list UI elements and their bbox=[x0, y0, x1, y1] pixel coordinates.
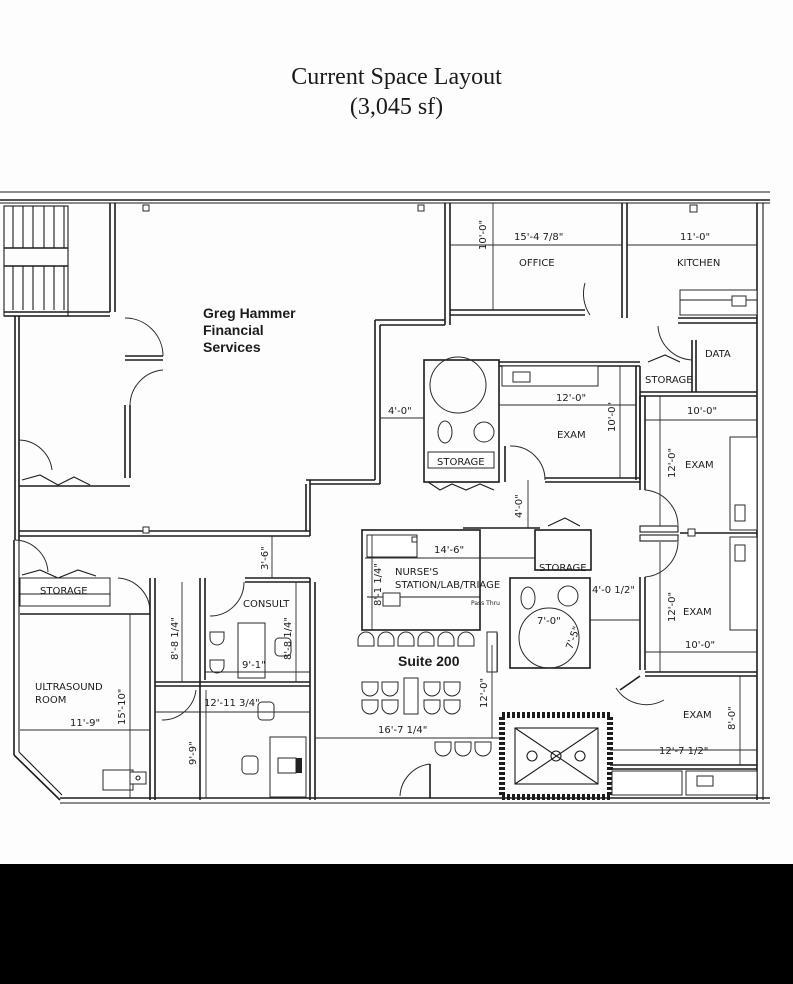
office-kitchen-walls bbox=[450, 203, 758, 397]
dim-office-width: 15'-4 7/8" bbox=[514, 232, 563, 243]
dim-exam4-depth: 8'-0" bbox=[727, 706, 738, 730]
dim-exam3-depth: 12'-0" bbox=[667, 592, 678, 622]
dim-kitchen-width: 11'-0" bbox=[680, 232, 710, 243]
exam-rooms-right-walls bbox=[639, 396, 758, 677]
floor-plan-drawing: Greg Hammer Financial Services Suite 200… bbox=[0, 191, 770, 804]
dim-exam1-depth: 10'-0" bbox=[607, 402, 618, 432]
dim-exam1-width: 12'-0" bbox=[556, 393, 586, 404]
room-label-storage-top: STORAGE bbox=[645, 375, 693, 386]
ultrasound-walls bbox=[14, 539, 431, 800]
dim-nurse-width: 14'-6" bbox=[434, 545, 464, 556]
plan-area: (3,045 sf) bbox=[349, 94, 444, 120]
dim-ultrasound-depth: 15'-10" bbox=[117, 689, 128, 725]
black-bottom-band bbox=[0, 864, 793, 984]
room-label-data: DATA bbox=[705, 349, 731, 360]
room-label-consult: CONSULT bbox=[243, 599, 290, 610]
neighbor-tenant-walls bbox=[14, 203, 451, 540]
dim-restroom-circle-2: 7'-5" bbox=[564, 625, 582, 651]
room-label-ultrasound-line2: ROOM bbox=[35, 695, 66, 706]
room-label-office: OFFICE bbox=[519, 258, 555, 269]
neighbor-tenant-name-line2: Financial bbox=[203, 322, 264, 338]
room-label-exam-2: EXAM bbox=[685, 460, 714, 471]
exam-room-4-walls bbox=[610, 675, 758, 796]
dim-waiting-width: 16'-7 1/4" bbox=[378, 725, 427, 736]
dim-restroom-circle: 7'-0" bbox=[537, 616, 561, 627]
dim-consult-depth: 8'-8 1/4" bbox=[170, 617, 181, 660]
room-labels: Greg Hammer Financial Services Suite 200… bbox=[35, 258, 731, 721]
room-label-exam-1: EXAM bbox=[557, 430, 586, 441]
waiting-chairs bbox=[357, 631, 492, 757]
exam-room-1-walls bbox=[499, 361, 641, 483]
room-label-nurse-line2: STATION/LAB/TRIAGE bbox=[395, 580, 500, 591]
consult-walls bbox=[155, 577, 316, 800]
restroom-top bbox=[423, 356, 500, 491]
neighbor-tenant-name-line3: Services bbox=[203, 339, 261, 355]
elevator-shaft bbox=[499, 712, 613, 800]
exterior-walls bbox=[0, 191, 770, 804]
dim-restroom-width: 4'-0 1/2" bbox=[592, 585, 635, 596]
plan-title-block: Current Space Layout (3,045 sf) bbox=[0, 62, 793, 122]
dimension-lines bbox=[20, 203, 757, 798]
dim-corridor-consult: 3'-6" bbox=[260, 546, 271, 570]
plan-title: Current Space Layout bbox=[291, 64, 502, 90]
dim-nurse-depth: 8'-1 1/4" bbox=[373, 563, 384, 606]
dim-office-depth: 10'-0" bbox=[478, 220, 489, 250]
room-label-storage-restroom: STORAGE bbox=[437, 457, 485, 468]
room-label-exam-4: EXAM bbox=[683, 710, 712, 721]
dim-exam3-width: 10'-0" bbox=[685, 640, 715, 651]
dim-exam2-width: 10'-0" bbox=[687, 406, 717, 417]
room-label-nurse-line1: NURSE'S bbox=[395, 567, 439, 578]
floor-plan-page: Current Space Layout (3,045 sf) bbox=[0, 0, 793, 864]
dimension-labels: 15'-4 7/8" 10'-0" 11'-0" 4'-0" 12'-0" 10… bbox=[70, 220, 738, 765]
dim-office-bottom-width: 12'-11 3/4" bbox=[204, 698, 260, 709]
dim-waiting-depth: 12'-0" bbox=[479, 678, 490, 708]
dim-office-bottom-depth: 9'-9" bbox=[188, 741, 199, 765]
dim-corridor-left: 4'-0" bbox=[388, 406, 412, 417]
nurse-station-walls bbox=[361, 517, 592, 673]
pass-thru-label: Pass Thru bbox=[471, 600, 500, 607]
dim-ultrasound-width: 11'-9" bbox=[70, 718, 100, 729]
dim-exam4-width: 12'-7 1/2" bbox=[659, 746, 708, 757]
room-label-storage-left: STORAGE bbox=[40, 586, 88, 597]
room-label-exam-3: EXAM bbox=[683, 607, 712, 618]
room-label-kitchen: KITCHEN bbox=[677, 258, 720, 269]
dim-corridor-center: 4'-0" bbox=[514, 494, 525, 518]
dim-consult-depth-2: 8'-8 1/4" bbox=[283, 617, 294, 660]
stairwell bbox=[3, 205, 110, 317]
suite-label: Suite 200 bbox=[398, 653, 460, 669]
neighbor-tenant-name-line1: Greg Hammer bbox=[203, 305, 296, 321]
dim-consult-width: 9'-1" bbox=[242, 660, 266, 671]
dim-exam2-depth: 12'-0" bbox=[667, 448, 678, 478]
room-label-storage-center: STORAGE bbox=[539, 563, 587, 574]
room-label-ultrasound-line1: ULTRASOUND bbox=[35, 682, 103, 693]
